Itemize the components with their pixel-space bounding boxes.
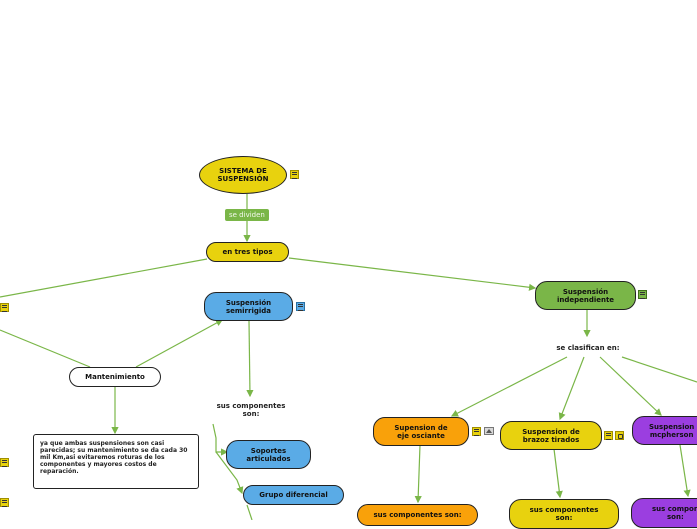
brazoz-note-icon[interactable] [604,431,613,440]
link-components-soportes [212,423,229,456]
eje-osciante-node[interactable]: Supension de eje osciante [373,417,469,446]
link-brazoz-components [553,448,563,499]
link-grupo-down [246,504,253,520]
left-edge-note-icon-3[interactable] [0,498,9,507]
brazoz-components-node[interactable]: sus componentes son: [509,499,619,529]
link-semi-components [246,320,254,398]
tres-tipos-node[interactable]: en tres tipos [206,242,289,262]
link-types-independiente [288,257,537,291]
mantenimiento-node[interactable]: Mantenimiento [69,367,161,387]
left-edge-note-icon-2[interactable] [0,458,9,467]
link-clasifican-brazoz [558,356,585,421]
root-node[interactable]: SISTEMA DE SUSPENSIÓN [199,156,287,194]
eje-components-node[interactable]: sus componentes son: [357,504,478,526]
eje-osciante-note-icon[interactable] [472,427,481,436]
link-mant-semirrigida [135,319,224,368]
brazoz-tirados-node[interactable]: Suspension de brazoz tirados [500,421,602,450]
link-clasifican-mcpherson [599,356,662,416]
brazoz-link-icon[interactable] [615,431,624,440]
left-edge-note-icon-1[interactable] [0,303,9,312]
grupo-diferencial-node[interactable]: Grupo diferencial [243,485,344,505]
link-components-grupo [215,451,244,495]
soportes-node[interactable]: Soportes articulados [226,440,311,469]
independiente-note-icon[interactable] [638,290,647,299]
semirrigida-node[interactable]: Suspensión semirrigida [204,292,293,321]
link-eje-components [414,444,422,504]
semirrigida-components-label: sus componentes son: [216,402,286,418]
link-label-se-dividen: se dividen [225,209,269,221]
independiente-node[interactable]: Suspensión independiente [535,281,636,310]
mcpherson-node[interactable]: Suspension mcpherson [632,416,697,445]
link-clasifican-right [621,356,697,383]
mcpherson-components-node[interactable]: sus compon son: [631,498,697,528]
root-note-icon[interactable] [290,170,299,179]
link-types-left [0,258,208,298]
link-mant-left [0,329,91,368]
link-clasifican-eje [450,356,568,417]
se-clasifican-label: se clasifican en: [556,344,620,352]
mantenimiento-note[interactable]: ya que ambas suspensiones son casi parec… [33,434,199,489]
link-mcpherson-components [679,444,691,498]
semirrigida-note-icon[interactable] [296,302,305,311]
eje-osciante-image-icon[interactable] [484,427,494,435]
